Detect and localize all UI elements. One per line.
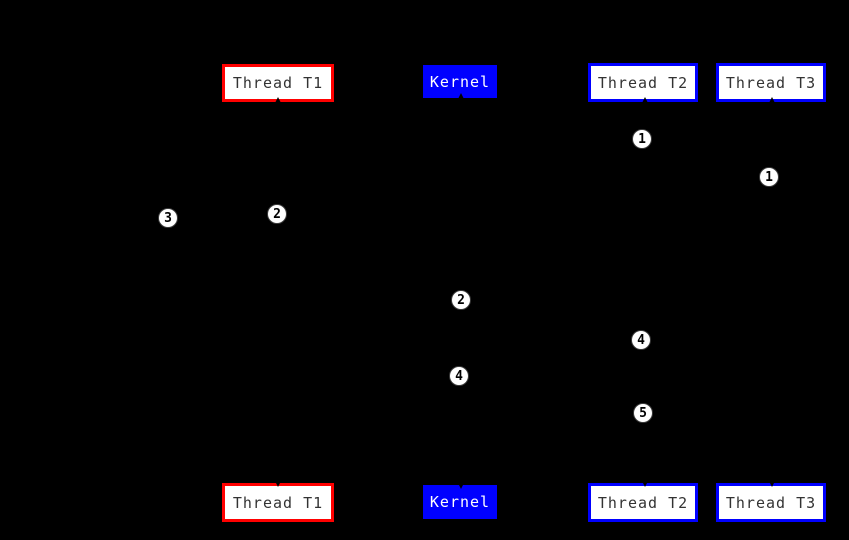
lifeline-arrowhead-icon <box>642 481 648 487</box>
lifeline-arrowhead-icon <box>458 93 464 99</box>
node-kernel-bottom: Kernel <box>423 485 497 519</box>
node-thread-t1-bottom: Thread T1 <box>222 483 334 522</box>
step-badge-2: 2 <box>267 204 287 224</box>
step-badge-1: 1 <box>632 129 652 149</box>
lifeline-arrowhead-icon <box>275 97 281 103</box>
step-badge-5: 5 <box>633 403 653 423</box>
node-thread-t2-bottom: Thread T2 <box>588 483 698 522</box>
node-thread-t2-top: Thread T2 <box>588 63 698 102</box>
lifeline-arrowhead-icon <box>769 481 775 487</box>
node-thread-t1-top: Thread T1 <box>222 64 334 102</box>
lifeline-arrowhead-icon <box>458 483 464 489</box>
lifeline-arrowhead-icon <box>275 481 281 487</box>
step-badge-4: 4 <box>631 330 651 350</box>
node-thread-t3-bottom: Thread T3 <box>716 483 826 522</box>
step-badge-1: 1 <box>759 167 779 187</box>
step-badge-3: 3 <box>158 208 178 228</box>
step-badge-2: 2 <box>451 290 471 310</box>
step-badge-4: 4 <box>449 366 469 386</box>
lifeline-arrowhead-icon <box>769 97 775 103</box>
node-kernel-top: Kernel <box>423 65 497 98</box>
lifeline-arrowhead-icon <box>642 97 648 103</box>
node-thread-t3-top: Thread T3 <box>716 63 826 102</box>
